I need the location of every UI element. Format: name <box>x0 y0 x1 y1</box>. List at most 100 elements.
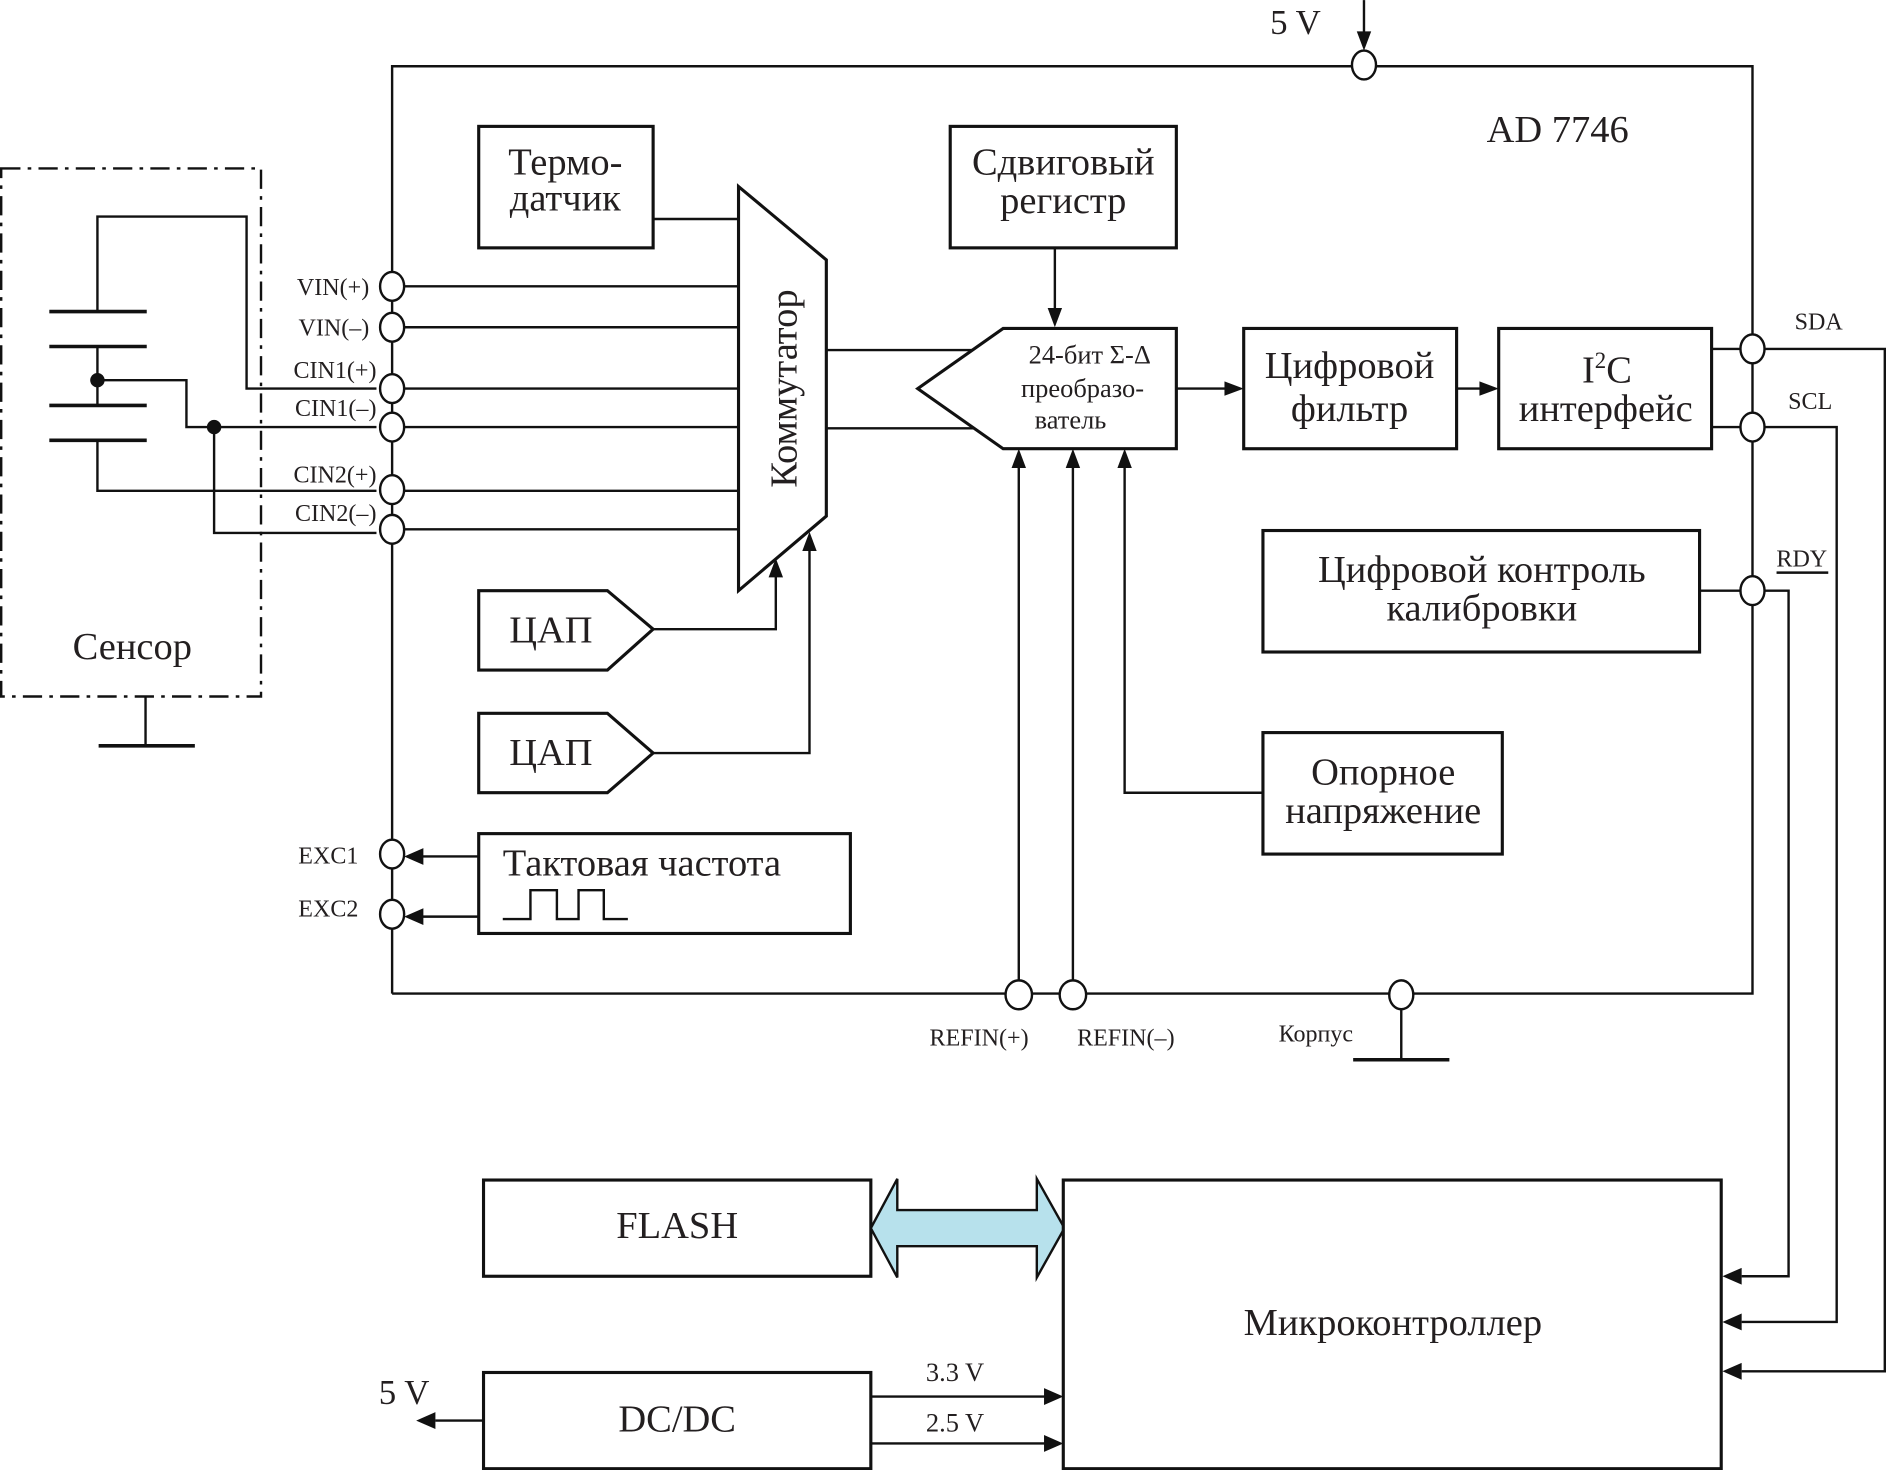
dac2-label: ЦАП <box>509 732 592 774</box>
arrow-up-icon <box>1011 448 1026 468</box>
arrow-left-icon <box>1722 1362 1742 1380</box>
label-vin-plus: VIN(+) <box>297 275 369 301</box>
label-cin2-plus: CIN2(+) <box>293 462 376 488</box>
label-cin1-minus: CIN1(–) <box>295 396 376 422</box>
digital-filter-line2: фильтр <box>1291 388 1408 430</box>
label-5v: 5 V <box>379 1373 430 1412</box>
label-3v3: 3.3 V <box>926 1357 984 1387</box>
junction-dot <box>90 372 105 388</box>
pin-refin-plus <box>1004 979 1034 1011</box>
wire-cin1-plus <box>96 215 377 390</box>
pin-exc2 <box>378 898 406 930</box>
calibration-block: Цифровой контроль калибровки <box>1261 528 1741 654</box>
pin-vin-plus <box>378 270 406 302</box>
mcu-block: Микроконтроллер <box>1061 1178 1723 1470</box>
left-pins: VIN(+) VIN(–) CIN1(+) CIN1(–) CIN2(+) CI… <box>293 270 739 930</box>
bottom-pins: REFIN(+) REFIN(–) Корпус <box>930 979 1450 1062</box>
arrow-down-icon <box>1356 31 1372 51</box>
pin-cin1-plus <box>378 372 406 405</box>
adc-block: 24-бит Σ-Δ преобразо- ватель <box>915 326 1263 982</box>
label-exc2: EXC2 <box>298 897 358 923</box>
dcdc-label: DC/DC <box>618 1398 736 1440</box>
pin-cin2-minus <box>378 513 406 545</box>
right-pins: SDA SCL RDY <box>1722 310 1886 1380</box>
pin-case <box>1388 979 1415 1011</box>
dac1-label: ЦАП <box>509 609 592 651</box>
label-scl: SCL <box>1788 389 1832 415</box>
adc-line2: преобразо- <box>1021 373 1144 403</box>
label-exc1: EXC1 <box>298 844 358 870</box>
pin-vin-minus <box>378 311 406 343</box>
i2c-line1: I2C <box>1582 348 1632 391</box>
arrow-left-icon <box>404 908 424 926</box>
label-refin-minus: REFIN(–) <box>1077 1025 1175 1051</box>
arrow-right-icon <box>1224 381 1244 396</box>
label-sda: SDA <box>1795 310 1844 336</box>
clock-waveform-icon <box>502 888 628 921</box>
arrow-right-icon <box>1044 1435 1064 1452</box>
digital-filter-line1: Цифровой <box>1265 345 1434 387</box>
reference-box <box>1261 731 1504 856</box>
wire-dac1 <box>653 575 778 631</box>
label-refin-plus: REFIN(+) <box>930 1025 1029 1051</box>
dcdc-block: DC/DC 5 V 3.3 V 2.5 V <box>379 1357 1064 1470</box>
arrow-left-icon <box>1722 1313 1742 1331</box>
thermo-sensor-block: Термо- датчик <box>477 124 739 250</box>
mcu-box <box>1061 1178 1723 1470</box>
thermo-box <box>477 124 655 250</box>
arrow-down-icon <box>1047 308 1063 328</box>
wire-scl-mcu <box>1741 425 1838 1324</box>
pin-scl <box>1739 411 1766 443</box>
pin-cin1-minus <box>378 411 406 443</box>
mcu-label: Микроконтроллер <box>1244 1302 1542 1344</box>
shift-register-block: Сдвиговый регистр <box>948 124 1178 328</box>
dcdc-box <box>481 1370 873 1470</box>
pin-cin2-plus <box>378 473 406 506</box>
arrow-up-icon <box>1065 448 1081 468</box>
wire-reference <box>1123 466 1263 794</box>
supply-pin <box>1350 49 1378 81</box>
clock-box <box>477 832 852 936</box>
wire-rdy-mcu <box>1741 589 1790 1278</box>
digital-filter-box <box>1242 326 1459 451</box>
sensor: Сенсор <box>0 167 377 748</box>
label-vin-minus: VIN(–) <box>298 316 369 342</box>
dac1-shape <box>477 589 656 672</box>
i2c-box <box>1497 326 1714 451</box>
adc-line3: ватель <box>1035 404 1107 434</box>
digital-filter-block: Цифровой фильтр <box>1242 326 1499 451</box>
i2c-block: I2C интерфейс <box>1497 326 1741 451</box>
wire-cin2-plus <box>96 440 377 493</box>
arrow-up-icon <box>802 531 817 551</box>
arrow-up-icon <box>1117 448 1132 468</box>
pin-exc1 <box>378 838 406 870</box>
thermo-line2: датчик <box>510 178 621 220</box>
arrow-left-icon <box>1722 1267 1742 1285</box>
wire-cin2-minus <box>212 427 377 535</box>
arrow-right-icon <box>1479 381 1499 396</box>
reference-line1: Опорное <box>1311 751 1455 793</box>
calibration-line1: Цифровой контроль <box>1318 549 1646 591</box>
supply-label: 5 V <box>1270 3 1321 42</box>
arrow-up-icon <box>768 558 784 578</box>
junction-dot <box>206 419 222 435</box>
arrow-right-icon <box>1044 1388 1064 1405</box>
label-rdy: RDY <box>1776 547 1827 573</box>
i2c-line2: интерфейс <box>1519 388 1693 430</box>
wire-dac2 <box>653 548 811 755</box>
reference-line2: напряжение <box>1285 790 1481 832</box>
dac2-block: ЦАП <box>477 531 817 795</box>
reference-block: Опорное напряжение <box>1261 731 1504 856</box>
thermo-line1: Термо- <box>508 141 622 183</box>
sensor-boundary <box>0 167 263 698</box>
arrow-left-icon <box>416 1412 436 1430</box>
dac1-block: ЦАП <box>477 558 784 672</box>
shift-register-line2: регистр <box>1000 180 1126 222</box>
calibration-box <box>1261 528 1702 654</box>
wire-sda-mcu <box>1741 347 1886 1373</box>
label-2v5: 2.5 V <box>926 1407 984 1437</box>
label-cin2-minus: CIN2(–) <box>295 501 376 527</box>
label-cin1-plus: CIN1(+) <box>293 358 376 384</box>
pin-rdy <box>1739 575 1766 607</box>
